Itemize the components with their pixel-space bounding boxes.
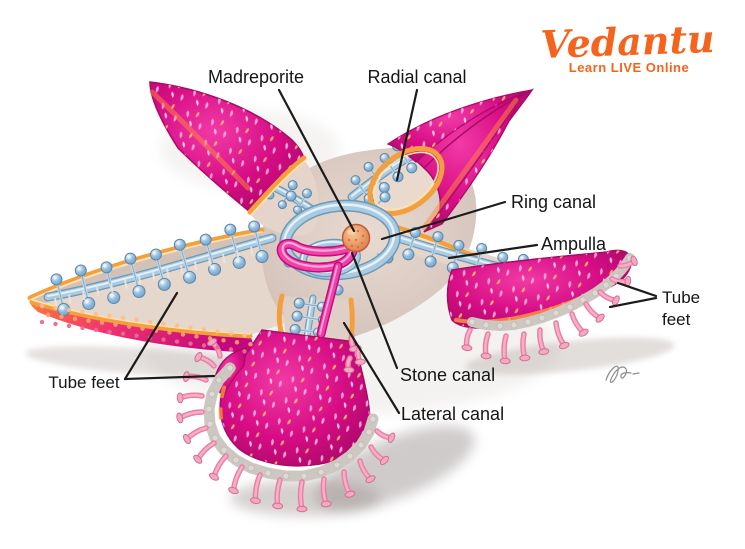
leader-tube-feet-left-2 — [123, 374, 216, 381]
vedantu-logo-wordmark: Vedantu — [540, 16, 716, 67]
vedantu-logo: Vedantu Learn LIVE Online — [540, 16, 716, 75]
arm-bottom — [214, 329, 371, 467]
label-tube-feet-right-line2: feet — [662, 310, 691, 329]
leader-tube-feet-right-1 — [616, 281, 658, 298]
leader-tube-feet-right-2 — [608, 296, 658, 309]
vedantu-logo-tagline: Learn LIVE Online — [569, 60, 689, 75]
underside-spine-dots — [39, 303, 253, 354]
label-ring-canal: Ring canal — [511, 192, 596, 212]
label-lateral-canal: Lateral canal — [401, 404, 504, 424]
starfish-arms — [149, 81, 632, 467]
leader-tube-feet-left-1 — [123, 291, 179, 381]
leader-lateral-canal — [342, 321, 401, 415]
arm-upper-left — [149, 81, 307, 215]
leader-ampulla — [447, 243, 539, 260]
leader-lines — [123, 88, 658, 415]
arm-upper-right — [367, 88, 535, 233]
leader-ring-canal — [380, 200, 507, 241]
label-tube-feet-right-line1: Tube — [662, 288, 700, 307]
label-stone-canal: Stone canal — [400, 365, 495, 385]
diagram-labels: Madreporite Radial canal Ring canal Ampu… — [48, 67, 700, 424]
artist-signature — [605, 365, 640, 383]
tube-feet-groups — [176, 255, 638, 513]
leader-radial-canal — [395, 88, 419, 182]
label-ampulla: Ampulla — [541, 234, 607, 254]
stone-canal — [276, 238, 358, 339]
leader-stone-canal — [350, 251, 399, 370]
madreporite — [341, 223, 371, 253]
leader-madreporite — [277, 88, 356, 233]
label-tube-feet-left: Tube feet — [48, 373, 119, 392]
label-madreporite: Madreporite — [208, 67, 304, 87]
label-radial-canal: Radial canal — [367, 67, 466, 87]
